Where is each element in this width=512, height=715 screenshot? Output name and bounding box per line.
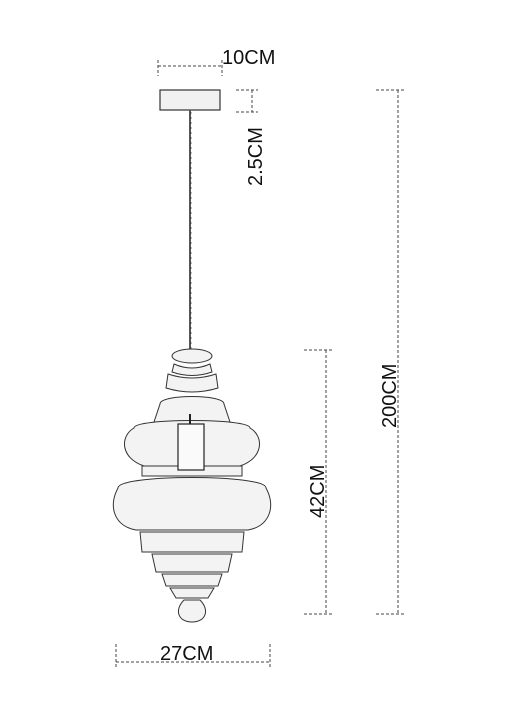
shade-height-label: 42CM: [307, 465, 329, 518]
total-height-label: 200CM: [379, 364, 401, 428]
canopy-width-label: 10CM: [222, 47, 275, 69]
canopy-height-dimension: [236, 89, 258, 113]
bulb-socket: [177, 423, 205, 471]
canopy-height-label: 2.5CM: [245, 127, 267, 186]
canopy-width-dimension: [157, 60, 223, 76]
shade-width-label: 27CM: [160, 643, 213, 665]
canopy: [159, 89, 221, 111]
shade-width-dimension: [115, 644, 271, 668]
glass-shade: [113, 348, 271, 623]
total-height-dimension: [376, 89, 404, 615]
shade-height-dimension: [304, 349, 332, 615]
